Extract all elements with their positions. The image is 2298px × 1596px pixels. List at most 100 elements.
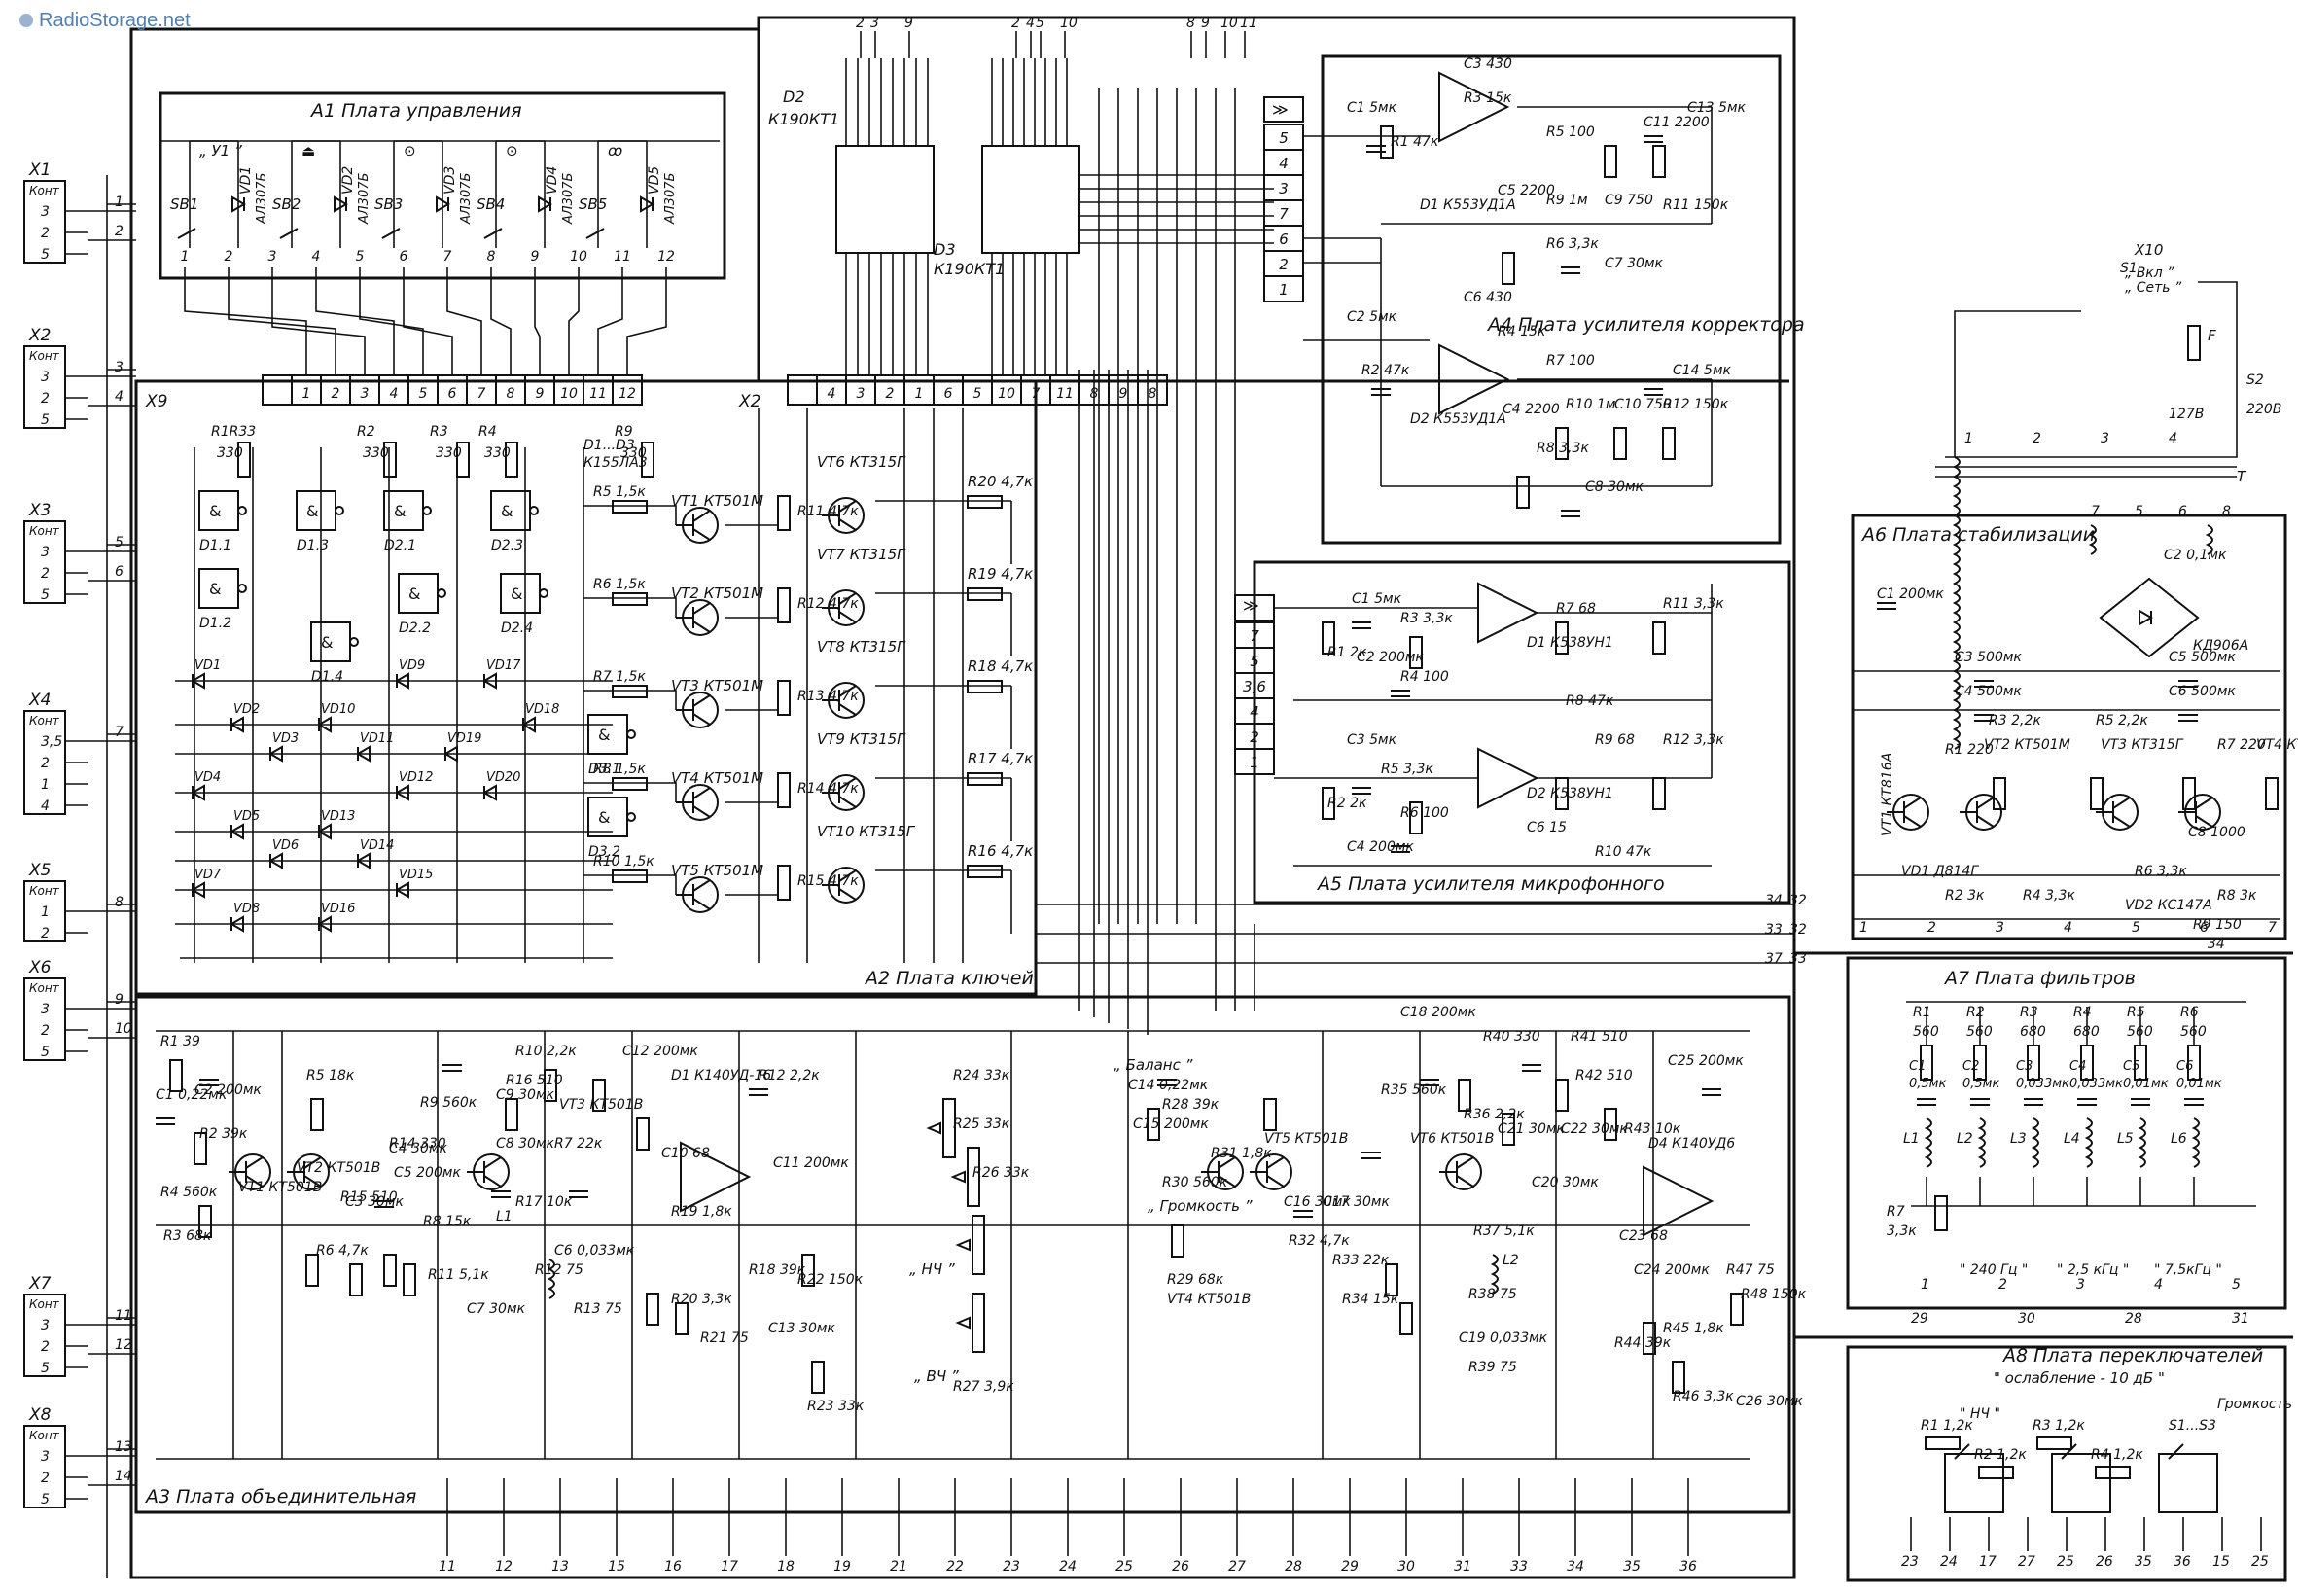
pin-number: 10 [560,386,578,402]
transistor-a3 [303,1175,322,1188]
a4-component: C11 2200 [1644,115,1710,130]
transistor-a3 [303,1156,322,1169]
a4-component: R5 100 [1546,124,1595,140]
diode-vd9 [395,672,409,690]
gate-symbol: & [598,808,610,827]
a6-pin-top: 6 [2178,504,2187,519]
diode-label: VD16 [321,902,355,916]
transistor-label: VT9 КТ315Г [817,730,906,748]
resistor-a3 [1672,1361,1685,1394]
diode-label: VD11 [360,731,394,746]
a3-component: R48 150к [1741,1287,1807,1302]
diode-vd11 [356,745,371,763]
a7-res-value: 680 [2020,1024,2046,1040]
connector-pin: 7 [115,725,124,740]
pin-number: 11 [589,386,607,402]
a7-cap-name: C3 [2016,1059,2033,1074]
a4-component: R7 100 [1546,353,1595,369]
a3-component: C20 30мк [1532,1175,1599,1190]
pin-number: 1 [915,386,924,402]
x9-arrow-cell [262,374,293,406]
a3-component: C8 30мк [496,1136,555,1152]
a4-component: C8 30мк [1585,479,1644,495]
a6-pin: 6 [2200,920,2209,936]
a1-pin: 1 [181,249,190,265]
pin-number: 12 [619,386,636,402]
a3-component: R38 75 [1468,1287,1517,1302]
ic-d2 [835,145,935,254]
a3-component: R47 75 [1726,1262,1775,1278]
a3-component: C25 200мк [1668,1053,1744,1069]
a3-component: C3 30мк [345,1194,405,1210]
res-label: R18 4,7к [968,657,1033,675]
a3-component: R3 68к [163,1228,212,1244]
a7-inductor-label: L3 [2010,1131,2027,1147]
gate-inverter [626,729,636,739]
transistor-vt3 [692,694,711,707]
a3-component: R14 330 [389,1136,446,1152]
wire [568,267,580,375]
gate-label: D1.2 [199,616,231,631]
wire [359,267,424,375]
inductor-l2 [1977,1117,1986,1168]
connector-pin: 6 [115,564,124,580]
ic-d2-type: К190КТ1 [768,110,839,128]
a6-component: R7 220 [2217,737,2266,753]
board-title-a8: A8 Плата переключателей [2001,1345,2263,1366]
a8-resistor-label: R3 1,2к [2033,1418,2085,1434]
transistor-vt10 [838,888,857,901]
pin-number: 6 [448,386,457,402]
connector-row: 3 [41,1449,50,1465]
a3-component: C18 200мк [1400,1005,1476,1020]
connector-x2-name: X2 [28,326,51,345]
push-button-sb2 [279,228,299,239]
gate-symbol: & [209,502,221,520]
a4-component: R11 150к [1663,197,1729,213]
a7-pin: 5 [2232,1277,2241,1293]
a5-component: R10 47к [1595,844,1652,860]
a3-component: R22 150к [797,1272,864,1288]
transistor-vt8 [838,685,857,697]
inductor-a3-l2 [1490,1254,1499,1295]
a3-component: C9 30мк [496,1087,555,1103]
transformer-secondary [2088,524,2097,555]
pin-number: 2 [332,386,340,402]
res-label: R11 4,7к [797,504,859,519]
gate-label: D2.4 [501,621,533,636]
diode-label: VD2 [233,702,260,717]
a7-res-value: 560 [2180,1024,2207,1040]
a3-component: R12 2,2к [759,1068,820,1083]
a7-band-label: " 2,5 кГц " [2057,1262,2129,1278]
a6-pin: 7 [2268,920,2277,936]
resistor-a5 [1652,777,1666,810]
gate-label: D3.1 [588,762,620,777]
diode-label: VD15 [399,868,433,882]
led-vd1 [231,195,246,213]
connector-pin: 12 [115,1337,132,1353]
resistor-a3 [636,1117,650,1151]
board-a8-outline [1846,1345,2287,1582]
a6-component: R2 3к [1945,888,1985,904]
push-button-sb5 [585,228,605,239]
board-title-a3: A3 Плата объединительная [144,1486,416,1507]
resistor-a3 [1171,1224,1184,1258]
connector-x8-name: X8 [28,1405,52,1425]
a3-component: R33 22к [1332,1253,1390,1268]
a3-component: C6 0,033мк [554,1243,635,1259]
a7-bottom-pin: 30 [2018,1311,2035,1327]
wire [184,267,307,375]
a8-pin: 15 [2212,1554,2230,1570]
led-type: АЛ307Б [561,173,576,225]
a1-pin: 3 [268,249,277,265]
a6-component: VT3 КТ315Г [2101,737,2184,753]
connector-row: 1 [41,777,50,793]
pin-number: 2 [886,386,895,402]
led-vd5 [640,195,654,213]
a3-component: R29 68к [1167,1272,1224,1288]
connector-row: 3,5 [41,734,62,750]
connector-pin: 5 [115,535,124,550]
a4-pin: 1 [1279,281,1289,299]
a1-pin: 5 [356,249,365,265]
diode-vd12 [395,784,409,801]
transistor-a3 [483,1156,502,1169]
